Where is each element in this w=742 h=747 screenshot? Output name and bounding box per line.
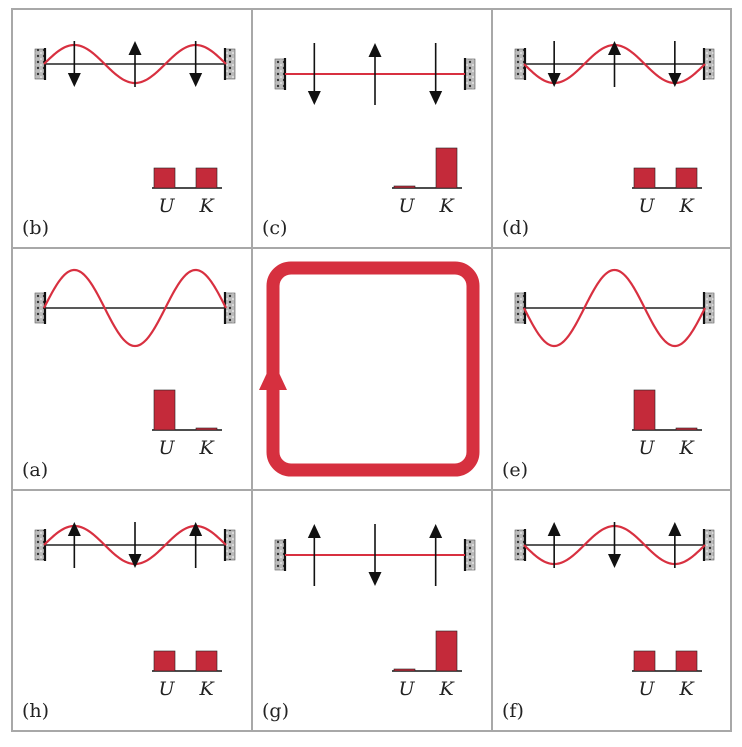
potential-energy-bar (393, 185, 416, 189)
panel-h-k-label: K (199, 678, 216, 700)
panel-h-u-label: U (159, 678, 176, 700)
potential-energy-bar (153, 650, 176, 672)
standing-wave (523, 268, 706, 348)
panel-a: (a) U K (22, 268, 236, 481)
panel-g-u-label: U (399, 678, 416, 700)
panel-cell-border (251, 247, 493, 491)
arrow-down-icon (429, 91, 443, 105)
panel-b-u-label: U (159, 195, 176, 217)
arrow-up-icon (128, 41, 142, 55)
kinetic-energy-bar (195, 167, 218, 189)
arrow-down-icon (128, 554, 142, 568)
panel-a-k-label: K (199, 437, 216, 459)
panel-cell-border (11, 8, 253, 249)
panel-cell-border (251, 8, 493, 249)
panel-e-u-label: U (639, 437, 656, 459)
panel-b: (b) U K (22, 41, 236, 239)
panel-b-k-label: K (199, 195, 216, 217)
potential-energy-bar (153, 389, 176, 431)
panel-d-u-label: U (639, 195, 656, 217)
kinetic-energy-bar (195, 427, 218, 431)
arrow-up-icon (608, 41, 621, 55)
standing-wave (43, 268, 227, 348)
arrow-down-icon (189, 73, 203, 87)
panel-a-u-label: U (159, 437, 176, 459)
wall-clamp (34, 48, 46, 80)
panel-e-k-label: K (679, 437, 696, 459)
arrow-down-icon (668, 73, 682, 87)
panel-b-label: (b) (22, 217, 49, 239)
panel-cell-border (251, 489, 493, 732)
panel-cell-border (491, 247, 732, 491)
wall-clamp (224, 529, 236, 561)
wall-clamp (464, 539, 476, 571)
arrow-down-icon (67, 73, 81, 87)
kinetic-energy-bar (675, 650, 698, 672)
arrow-down-icon (368, 572, 382, 586)
kinetic-energy-bar (675, 167, 698, 189)
cycle-arrow-icon (259, 261, 480, 477)
potential-energy-bar (633, 650, 656, 672)
panel-cell-border (11, 247, 253, 491)
kinetic-energy-bar (435, 630, 458, 672)
panel-f: (f) U K (502, 522, 715, 722)
potential-energy-bar (633, 389, 656, 431)
panel-c-u-label: U (399, 195, 416, 217)
wall-clamp (703, 529, 715, 561)
panel-grid (11, 8, 732, 732)
panel-c-k-label: K (439, 195, 456, 217)
arrow-up-icon (259, 360, 287, 390)
panel-f-u-label: U (639, 678, 656, 700)
panel-d: (d) U K (502, 41, 715, 239)
panel-c: (c) U K (262, 43, 476, 239)
panel-d-k-label: K (679, 195, 696, 217)
panel-cell-border (11, 489, 253, 732)
wall-clamp (274, 539, 286, 571)
panel-g: (g) U K (262, 524, 476, 722)
panel-e-label: (e) (502, 459, 528, 481)
wall-clamp (224, 292, 236, 324)
wall-clamp (34, 529, 46, 561)
panel-g-label: (g) (262, 700, 289, 722)
potential-energy-bar (153, 167, 176, 189)
panel-a-label: (a) (22, 459, 48, 481)
arrow-down-icon (547, 73, 561, 87)
panel-d-label: (d) (502, 217, 529, 239)
kinetic-energy-bar (435, 147, 458, 189)
panel-e: (e) U K (502, 268, 715, 481)
arrow-up-icon (668, 522, 682, 536)
arrow-up-icon (368, 43, 382, 57)
arrow-up-icon (307, 524, 321, 538)
panel-g-k-label: K (439, 678, 456, 700)
arrow-up-icon (547, 522, 561, 536)
wall-clamp (703, 48, 715, 80)
panel-h-label: (h) (22, 700, 49, 722)
kinetic-energy-bar (675, 427, 698, 431)
wall-clamp (274, 58, 286, 90)
arrow-up-icon (189, 522, 203, 536)
wall-clamp (514, 529, 526, 561)
panel-c-label: (c) (262, 217, 287, 239)
potential-energy-bar (633, 167, 656, 189)
arrow-up-icon (429, 524, 443, 538)
arrow-down-icon (608, 554, 621, 568)
arrow-up-icon (67, 522, 81, 536)
wall-clamp (514, 48, 526, 80)
wall-clamp (514, 292, 526, 324)
potential-energy-bar (393, 668, 416, 672)
wall-clamp (34, 292, 46, 324)
kinetic-energy-bar (195, 650, 218, 672)
panel-f-label: (f) (502, 700, 524, 722)
panel-cell-border (491, 489, 732, 732)
wall-clamp (224, 48, 236, 80)
panel-f-k-label: K (679, 678, 696, 700)
wall-clamp (703, 292, 715, 324)
panel-h: (h) U K (22, 522, 236, 722)
wall-clamp (464, 58, 476, 90)
arrow-down-icon (307, 91, 321, 105)
